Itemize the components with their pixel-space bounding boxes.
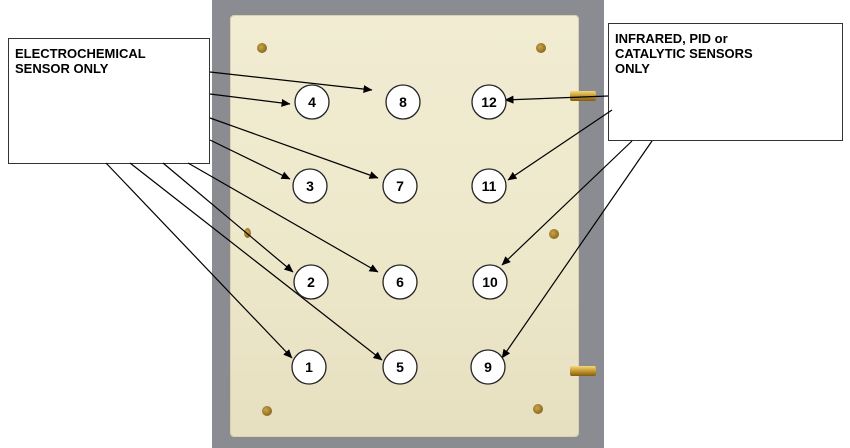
marker-label-7: 7	[396, 178, 404, 194]
leader-line-6	[187, 162, 379, 273]
marker-3: 3	[292, 168, 328, 204]
leader-line-2	[162, 162, 294, 273]
marker-label-3: 3	[306, 178, 314, 194]
screw-hole-icon	[549, 229, 559, 239]
screw-hole-icon	[244, 228, 251, 238]
marker-4: 4	[294, 84, 330, 120]
leader-line-5	[129, 162, 383, 361]
marker-12: 12	[471, 84, 507, 120]
marker-5: 5	[382, 349, 418, 385]
leader-line-10	[501, 140, 633, 266]
marker-label-2: 2	[307, 274, 315, 290]
marker-1: 1	[291, 349, 327, 385]
marker-label-4: 4	[308, 94, 316, 110]
marker-11: 11	[471, 168, 507, 204]
marker-label-9: 9	[484, 359, 492, 375]
marker-label-8: 8	[399, 94, 407, 110]
leader-line-3	[209, 139, 291, 180]
leader-lines	[105, 71, 653, 361]
sma-connector-icon	[570, 366, 596, 376]
marker-label-11: 11	[482, 178, 497, 194]
leader-line-7	[209, 117, 379, 179]
screw-hole-icon	[257, 43, 267, 53]
leader-line-8	[209, 71, 373, 94]
screw-hole-icon	[536, 43, 546, 53]
leader-line-4	[209, 93, 291, 107]
sma-connector-icon	[570, 91, 596, 101]
marker-10: 10	[472, 264, 508, 300]
marker-9: 9	[470, 349, 506, 385]
marker-2: 2	[293, 264, 329, 300]
infrared-label-box: INFRARED, PID or CATALYTIC SENSORS ONLY	[608, 23, 843, 141]
marker-label-5: 5	[396, 359, 404, 375]
marker-label-1: 1	[305, 359, 313, 375]
screw-hole-icon	[533, 404, 543, 414]
marker-label-10: 10	[482, 274, 498, 290]
leader-line-1	[105, 162, 293, 359]
leader-line-11	[507, 109, 613, 181]
marker-label-12: 12	[481, 94, 497, 110]
leader-line-9	[501, 140, 653, 359]
screw-hole-icon	[262, 406, 272, 416]
marker-6: 6	[382, 264, 418, 300]
marker-8: 8	[385, 84, 421, 120]
leader-line-12	[504, 95, 609, 104]
electrochemical-label-box: ELECTROCHEMICAL SENSOR ONLY	[8, 38, 210, 164]
marker-label-6: 6	[396, 274, 404, 290]
marker-7: 7	[382, 168, 418, 204]
